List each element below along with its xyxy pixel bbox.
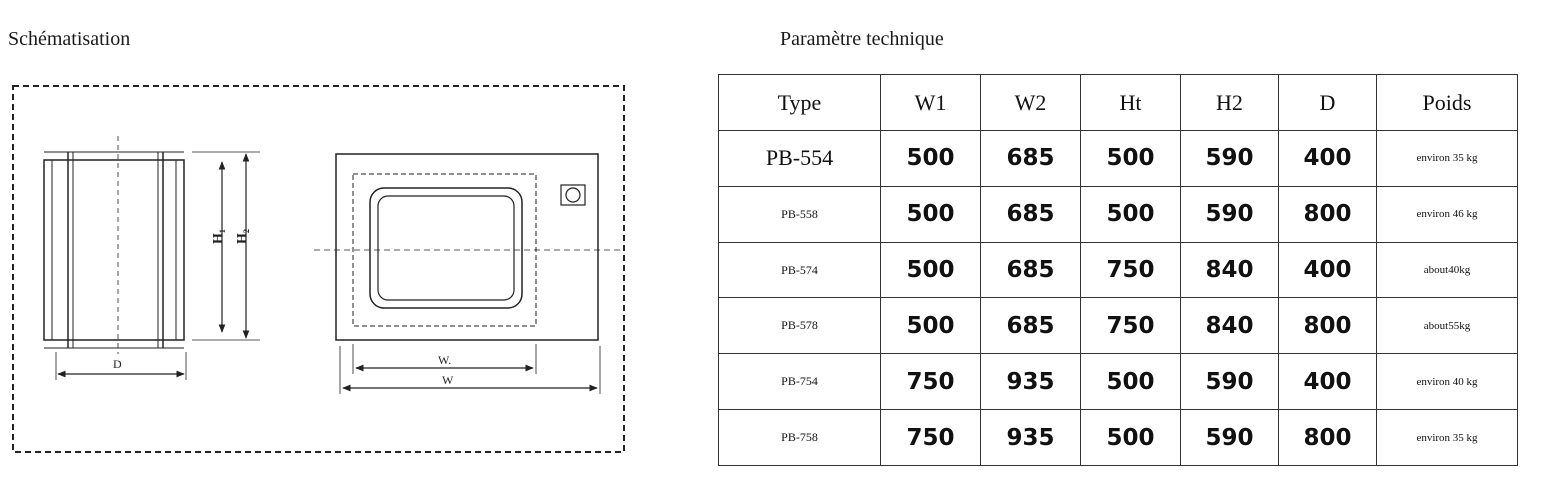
cell-poids: environ 40 kg: [1376, 353, 1518, 411]
cell-type: PB-554: [718, 130, 881, 187]
cell-h2: 840: [1180, 241, 1279, 299]
height2-label: H₂: [235, 229, 250, 244]
cell-ht: 500: [1080, 185, 1181, 243]
depth-label: D: [113, 357, 122, 371]
cell-w1: 750: [880, 353, 981, 411]
cell-ht: 750: [1080, 241, 1181, 299]
cell-d: 800: [1278, 297, 1377, 355]
width-label: W: [442, 373, 454, 387]
cell-type: PB-574: [718, 241, 881, 299]
cell-type: PB-758: [718, 409, 881, 466]
schematic-svg: H₁ H₂ D W. W: [12, 85, 625, 453]
cell-w1: 500: [880, 241, 981, 299]
cell-w2: 685: [980, 185, 1081, 243]
cell-h2: 590: [1180, 130, 1279, 187]
cell-w2: 685: [980, 297, 1081, 355]
table-row: PB-754 750 935 500 590 400 environ 40 kg: [718, 353, 1518, 411]
cell-poids: environ 35 kg: [1376, 409, 1518, 466]
schematic-heading: Schématisation: [8, 28, 131, 50]
table-row: PB-574 500 685 750 840 400 about40kg: [718, 241, 1518, 299]
cell-w2: 685: [980, 130, 1081, 187]
cell-w2: 935: [980, 409, 1081, 466]
header-type: Type: [718, 74, 881, 131]
schematic-drawing: H₁ H₂ D W. W: [10, 84, 626, 456]
cell-ht: 500: [1080, 409, 1181, 466]
cell-poids: environ 46 kg: [1376, 185, 1518, 243]
cell-w2: 685: [980, 241, 1081, 299]
cell-h2: 590: [1180, 353, 1279, 411]
header-w1: W1: [880, 74, 981, 131]
cell-w1: 500: [880, 185, 981, 243]
cell-d: 800: [1278, 409, 1377, 466]
header-w2: W2: [980, 74, 1081, 131]
cell-ht: 500: [1080, 353, 1181, 411]
technical-table: Type W1 W2 Ht H2 D Poids PB-554 500 685 …: [718, 74, 1518, 466]
cell-poids: about40kg: [1376, 241, 1518, 299]
header-d: D: [1278, 74, 1377, 131]
table-row: PB-758 750 935 500 590 800 environ 35 kg: [718, 409, 1518, 466]
front-view: [314, 153, 622, 394]
cell-type: PB-754: [718, 353, 881, 411]
cell-d: 800: [1278, 185, 1377, 243]
cell-w1: 750: [880, 409, 981, 466]
cell-d: 400: [1278, 353, 1377, 411]
cell-poids: environ 35 kg: [1376, 130, 1518, 187]
cell-d: 400: [1278, 130, 1377, 187]
side-view: [43, 136, 260, 380]
cell-w1: 500: [880, 297, 981, 355]
cell-type: PB-558: [718, 185, 881, 243]
cell-ht: 500: [1080, 130, 1181, 187]
table-row: PB-558 500 685 500 590 800 environ 46 kg: [718, 185, 1518, 243]
header-ht: Ht: [1080, 74, 1181, 131]
table-row: PB-578 500 685 750 840 800 about55kg: [718, 297, 1518, 355]
table-row: PB-554 500 685 500 590 400 environ 35 kg: [718, 130, 1518, 187]
height1-label: H₁: [211, 229, 226, 244]
cell-type: PB-578: [718, 297, 881, 355]
width-inner-label: W.: [438, 353, 451, 367]
cell-d: 400: [1278, 241, 1377, 299]
cell-ht: 750: [1080, 297, 1181, 355]
cell-w2: 935: [980, 353, 1081, 411]
cell-h2: 590: [1180, 185, 1279, 243]
technical-heading: Paramètre technique: [780, 28, 944, 50]
cell-h2: 840: [1180, 297, 1279, 355]
dashed-frame: [12, 85, 625, 453]
header-poids: Poids: [1376, 74, 1518, 131]
cell-poids: about55kg: [1376, 297, 1518, 355]
cell-h2: 590: [1180, 409, 1279, 466]
header-h2: H2: [1180, 74, 1279, 131]
cell-w1: 500: [880, 130, 981, 187]
table-header-row: Type W1 W2 Ht H2 D Poids: [718, 74, 1518, 131]
